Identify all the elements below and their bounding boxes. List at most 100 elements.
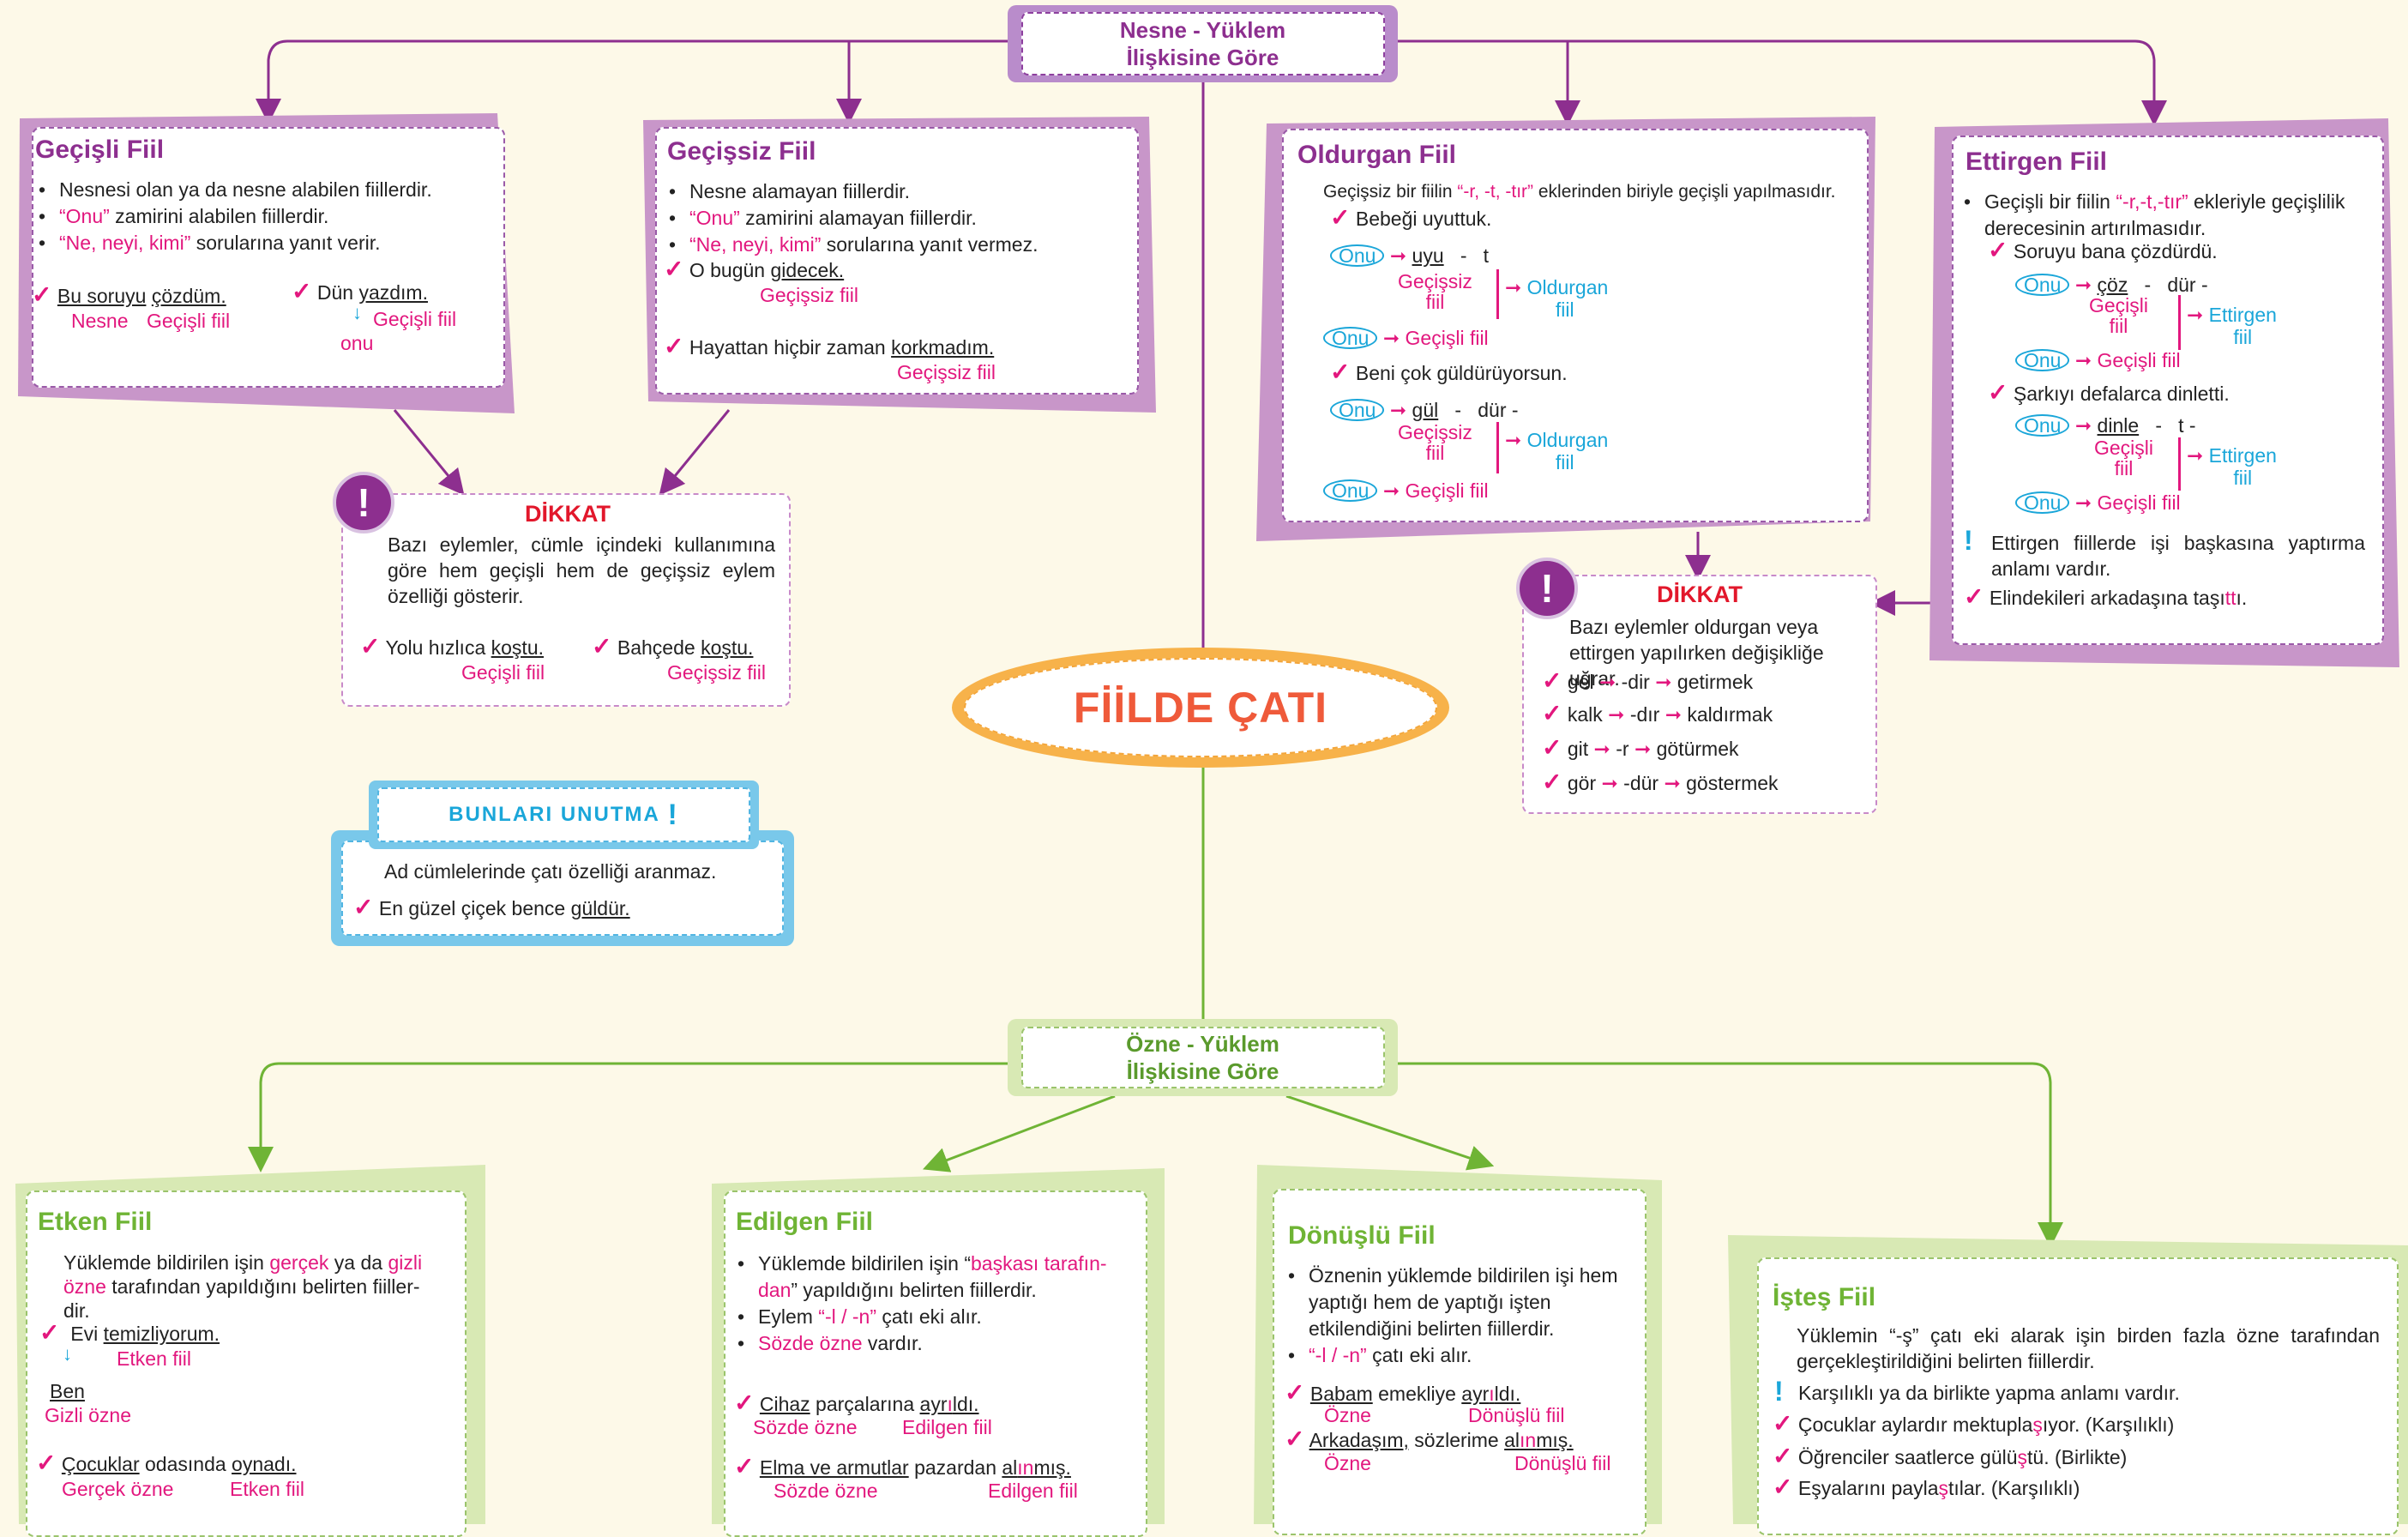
gecisli-fiil-card: Geçişli Fiil Nesnesi olan ya da nesne al… xyxy=(13,113,515,413)
etken-ex1-l: Etken fiil xyxy=(117,1347,191,1370)
gecissiz-ex2: ✓ Hayattan hiçbir zaman korkmadım. xyxy=(664,333,995,359)
etken-gizli: Gizli özne xyxy=(45,1404,131,1426)
ettirgen-note: Ettirgen fiillerde işi başkasına yaptırm… xyxy=(1991,532,2365,580)
header-bottom-line2: İlişkisine Göre xyxy=(1126,1058,1279,1084)
istes-note: Karşılıklı ya da birlikte yapma anlamı v… xyxy=(1798,1382,2180,1404)
ettirgen-title: Ettirgen Fiil xyxy=(1966,148,2107,176)
etken-ex2-l1: Gerçek özne xyxy=(62,1478,174,1500)
edilgen-ex1-l2: Edilgen fiil xyxy=(902,1416,992,1438)
donuslu-title: Dönüşlü Fiil xyxy=(1288,1221,1436,1250)
oldurgan-ex1-row: Onu ➞ uyu - t xyxy=(1330,244,1489,268)
dikkat1-ex2-l: Geçişsiz fiil xyxy=(667,661,767,684)
gecissiz-ex2-l: Geçişsiz fiil xyxy=(897,361,996,383)
istes-ex1: ✓ Çocuklar aylardır mektuplaşıyor. (Karş… xyxy=(1773,1410,2175,1437)
gecissiz-ex1: ✓ O bugün gidecek. xyxy=(664,256,845,282)
bunlari-unutma-box xyxy=(331,830,794,946)
dikkat2-row: ✓ gel ➞ -dir ➞ getirmek xyxy=(1542,667,1754,694)
gecisli-ex1-l2: Geçişli fiil xyxy=(147,310,231,332)
istes-t1: Yüklemin “-ş” çatı eki alarak işin birde… xyxy=(1797,1324,2380,1372)
bracket xyxy=(2178,437,2181,491)
gecissiz-title: Geçişsiz Fiil xyxy=(667,137,816,166)
bunlari-l2: ✓ En güzel çiçek bence güldür. xyxy=(353,894,630,920)
header-top-line1: Nesne - Yüklem xyxy=(1119,17,1286,43)
edilgen-ex1: ✓ Cihaz parçalarına ayrıldı. xyxy=(734,1389,979,1416)
gecissiz-b3: “Ne, neyi, kimi” sorularına yanıt vermez… xyxy=(665,232,1133,258)
gecisli-title: Geçişli Fiil xyxy=(35,136,165,164)
edilgen-b3: Sözde özne vardır. xyxy=(734,1330,1137,1357)
edilgen-fiil-card: Edilgen Fiil Yüklemde bildirilen işin “b… xyxy=(712,1168,1165,1537)
donuslu-ex2-l1: Özne xyxy=(1324,1452,1371,1474)
header-bottom-line1: Özne - Yüklem xyxy=(1126,1031,1279,1057)
dikkat1-box xyxy=(341,493,791,707)
oldurgan-label-2: ➞ Oldurgan fiil xyxy=(1505,429,1609,473)
etken-ex1: ✓ Evi temizliyorum. xyxy=(39,1319,220,1346)
dikkat2-row: ✓ gör ➞ -dür ➞ göstermek xyxy=(1542,768,1779,795)
exclamation-icon: ! xyxy=(1774,1376,1784,1407)
ettirgen-b1: Geçişli bir fiilin “-r,-t,-tır” ekleriyl… xyxy=(1960,189,2369,242)
dikkat1-text: Bazı eylemler, cümle içindeki kullanımın… xyxy=(388,533,775,607)
ettirgen-ex3: ✓ Elindekileri arkadaşına taşıttı. xyxy=(1964,583,2248,610)
gecisli-ex2: ✓ Dün yazdım. xyxy=(292,278,428,304)
exclamation-icon: ! xyxy=(1964,525,1973,556)
donuslu-b2: “-l / -n” çatı eki alır. xyxy=(1285,1342,1628,1369)
bracket xyxy=(2178,295,2181,350)
ettirgen-ex2-row: Onu ➞ dinle - t - xyxy=(2015,413,2196,437)
etken-ben: Ben xyxy=(50,1380,85,1402)
bunlari-l1: Ad cümlelerinde çatı özelliği aranmaz. xyxy=(384,860,717,883)
etken-title: Etken Fiil xyxy=(38,1208,153,1236)
dikkat1-title: DİKKAT xyxy=(525,501,611,527)
edilgen-ex1-l1: Sözde özne xyxy=(753,1416,858,1438)
edilgen-b1: Yüklemde bildirilen işin “başkası tarafı… xyxy=(734,1251,1137,1304)
arrow-down-icon: ↓ xyxy=(63,1343,72,1365)
ettirgen-ex1-onu: Onu ➞ Geçişli fiil xyxy=(2015,348,2181,372)
oldurgan-ex2-row: Onu ➞ gül - dür - xyxy=(1330,398,1519,422)
etken-ex2: ✓ Çocuklar odasında oynadı. xyxy=(36,1450,297,1476)
exclamation-icon: ! xyxy=(333,472,394,533)
arrow-down-icon: ↓ xyxy=(352,302,362,323)
bunlari-title: BUNLARI UNUTMA xyxy=(448,803,660,826)
etken-t2: özne tarafından yapıldığını belirten fii… xyxy=(63,1275,420,1298)
dikkat1-ex1: ✓ Yolu hızlıca koştu. xyxy=(360,633,545,660)
gecissiz-b1: Nesne alamayan fiillerdir. xyxy=(665,178,1133,205)
bunlari-unutma-tab: BUNLARI UNUTMA ! xyxy=(369,781,759,849)
dikkat2-row: ✓ kalk ➞ -dır ➞ kaldırmak xyxy=(1542,700,1773,726)
donuslu-ex2: ✓ Arkadaşım, sözlerime alınmış. xyxy=(1285,1425,1574,1452)
gecisli-ex1-l1: Nesne xyxy=(71,310,129,332)
ettirgen-ex2: ✓ Şarkıyı defalarca dinletti. xyxy=(1988,379,2230,406)
edilgen-ex2-l1: Sözde özne xyxy=(774,1480,878,1502)
donuslu-fiil-card: Dönüşlü Fiil Öznenin yüklemde bildirilen… xyxy=(1254,1165,1662,1535)
center-title-oval: FİİLDE ÇATI xyxy=(952,648,1449,768)
oldurgan-ex1: ✓ Bebeği uyuttuk. xyxy=(1330,204,1492,231)
edilgen-b2: Eylem “-l / -n” çatı eki alır. xyxy=(734,1304,1137,1330)
dikkat1-ex2: ✓ Bahçede koştu. xyxy=(592,633,754,660)
ettirgen-ex1: ✓ Soruyu bana çözdürdü. xyxy=(1988,237,2218,263)
dikkat2-text: Bazı eylemler oldurgan veya ettirgen yap… xyxy=(1569,616,1824,690)
donuslu-b1: Öznenin yüklemde bildirilen işi hem yapt… xyxy=(1285,1263,1628,1342)
gecissiz-b2: “Onu” zamirini alamayan fiillerdir. xyxy=(665,205,1133,232)
ettirgen-label-2: ➞ Ettirgen fiil xyxy=(2187,444,2277,489)
donuslu-ex2-l2: Dönüşlü fiil xyxy=(1514,1452,1611,1474)
gecisli-b2: “Onu” zamirini alabilen fiillerdir. xyxy=(35,203,498,230)
gecisli-ex1: ✓ Bu soruyu çözdüm. xyxy=(32,281,226,308)
oldurgan-ex2-onu: Onu ➞ Geçişli fiil xyxy=(1323,479,1489,503)
istes-ex2: ✓ Öğrenciler saatlerce gülüştü. (Birlikt… xyxy=(1773,1443,2128,1469)
gecisli-b3: “Ne, neyi, kimi” sorularına yanıt verir. xyxy=(35,230,498,256)
donuslu-ex1-l1: Özne xyxy=(1324,1404,1371,1426)
bracket xyxy=(1496,269,1499,319)
ettirgen-label-1: ➞ Ettirgen fiil xyxy=(2187,304,2277,348)
oldurgan-ex1-onu: Onu ➞ Geçişli fiil xyxy=(1323,326,1489,350)
exclamation-icon: ! xyxy=(667,798,679,831)
header-ozne-yuklem: Özne - Yüklem İlişkisine Göre xyxy=(1008,1019,1398,1096)
gecisli-ex2-l2: onu xyxy=(340,332,374,354)
edilgen-ex2: ✓ Elma ve armutlar pazardan alınmış. xyxy=(734,1453,1071,1480)
etken-fiil-card: Etken Fiil Yüklemde bildirilen işin gerç… xyxy=(15,1165,485,1537)
oldurgan-fiil-card: Oldurgan Fiil Geçişsiz bir fiilin “-r, -… xyxy=(1256,117,1878,541)
gecisli-b1: Nesnesi olan ya da nesne alabilen fiille… xyxy=(35,177,498,203)
gecissiz-fiil-card: Geçişsiz Fiil Nesne alamayan fiillerdir.… xyxy=(643,117,1156,413)
etken-t3: dir. xyxy=(63,1299,90,1322)
